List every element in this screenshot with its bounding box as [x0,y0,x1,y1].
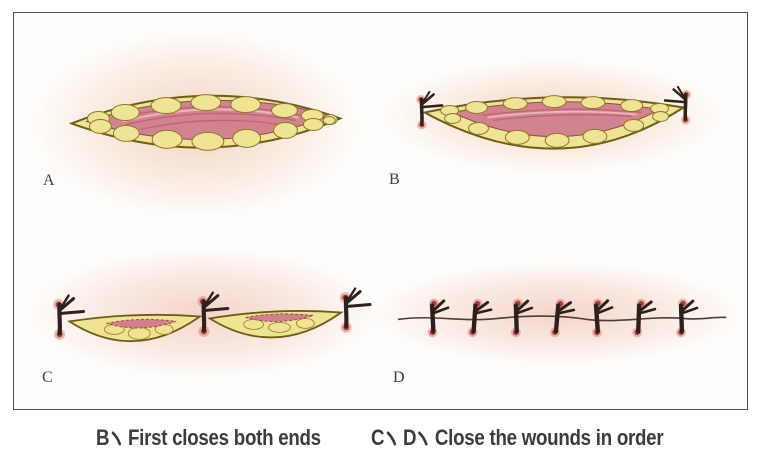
figure-frame: A B C D [13,12,748,410]
panel-a-open-wound [31,29,361,219]
caption-panel-ref-d: D [402,425,417,450]
panel-c-partly-closed-wounds [29,247,379,380]
wound-closure-illustration [29,29,742,380]
closed-wound-line [397,315,727,322]
ideographic-comma-icon [418,425,429,446]
panel-label-b: B [389,171,400,188]
panel-label-d: D [393,369,405,386]
caption-first-closes-both-ends: B First closes both ends [96,423,321,453]
caption-text: First closes both ends [127,425,321,450]
ideographic-comma-icon [111,425,122,446]
ideographic-comma-icon [386,425,397,446]
caption-panel-ref-c: C [371,425,385,450]
caption-panel-ref-b: B [96,425,110,450]
panel-d-closed-wound [373,261,742,366]
caption-text: Close the wounds in order [434,425,664,450]
panel-label-c: C [42,369,53,386]
panel-label-a: A [43,172,55,189]
panel-b-ends-sutured-wound [380,58,724,175]
